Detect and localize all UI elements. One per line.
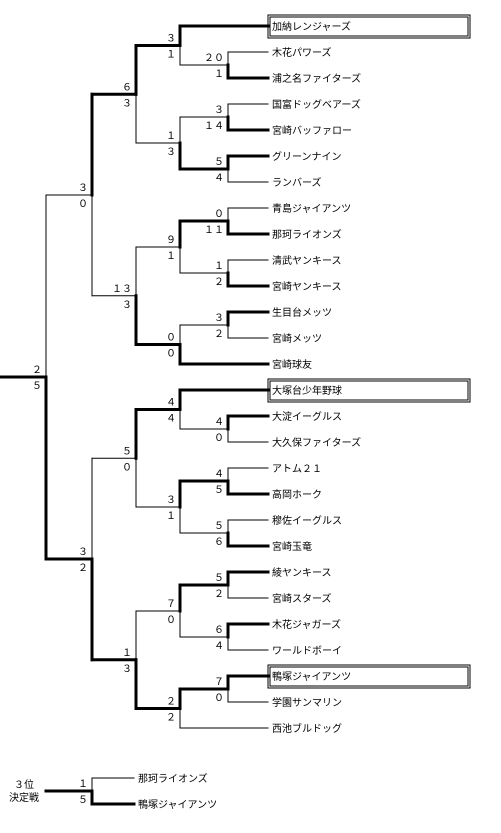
team-name: 那珂ライオンズ: [138, 772, 208, 785]
team-name: 宮崎ヤンキース: [272, 280, 342, 293]
team-name: 宮崎スターズ: [272, 592, 332, 605]
score-bottom: ３: [166, 147, 176, 158]
score-top: ０: [166, 333, 176, 344]
score-bottom: ０: [214, 693, 224, 704]
score-bottom: １: [166, 511, 176, 522]
score-top: ３: [78, 183, 88, 194]
score-bottom: ２: [214, 589, 224, 600]
score-bottom: ３: [122, 664, 132, 675]
score-top: ７: [214, 677, 224, 688]
team-name: 清武ヤンキース: [272, 254, 342, 267]
score-top: ７: [166, 599, 176, 610]
team-box-inner: [269, 380, 469, 401]
score-top: ５: [214, 521, 224, 532]
score-top: ３: [214, 313, 224, 324]
score-bottom: ４: [214, 641, 224, 652]
team-name: 穆佐イーグルス: [272, 514, 342, 527]
team-name: ワールドボーイ: [272, 645, 342, 657]
score-top: ３: [78, 547, 88, 558]
team-name: 高岡ホーク: [272, 488, 322, 501]
team-name: グリーンナイン: [272, 150, 342, 163]
score-top: １: [78, 779, 88, 790]
score-bottom: ３: [122, 98, 132, 109]
score-bottom: ４: [166, 414, 176, 425]
score-top: １: [214, 261, 224, 272]
team-name: 宮崎球友: [272, 358, 312, 371]
score-top: ０: [214, 209, 224, 220]
team-name: 鴨塚ジャイアンツ: [138, 798, 217, 811]
score-bottom: １: [214, 69, 224, 80]
score-top: ６: [122, 82, 132, 93]
score-top: ６: [214, 625, 224, 636]
team-name: 大淀イーグルス: [272, 410, 342, 423]
team-name: 宮崎バッファロー: [272, 124, 352, 137]
score-bottom: １４: [204, 121, 224, 132]
team-name: 大塚台少年野球: [272, 384, 342, 397]
team-name: 鴨塚ジャイアンツ: [272, 670, 351, 683]
score-bottom: ２: [166, 713, 176, 724]
team-name: 浦之名ファイターズ: [272, 72, 361, 85]
score-bottom: ２: [78, 563, 88, 574]
team-name: 学園サンマリン: [272, 696, 342, 709]
score-bottom: ６: [214, 537, 224, 548]
score-bottom: ２: [214, 277, 224, 288]
team-name: 木花ジャガーズ: [272, 618, 341, 631]
score-top: ４: [214, 417, 224, 428]
score-top: １: [166, 131, 176, 142]
team-name: 宮崎メッツ: [272, 332, 322, 345]
team-box-inner: [269, 666, 469, 687]
score-bottom: ２: [214, 329, 224, 340]
score-bottom: ０: [166, 615, 176, 626]
score-top: ５: [214, 157, 224, 168]
team-name: 西池ブルドッグ: [272, 722, 342, 735]
team-name: 那珂ライオンズ: [272, 228, 342, 241]
score-top: ５: [214, 573, 224, 584]
score-bottom: １１: [204, 225, 224, 236]
team-name: 宮崎玉竜: [272, 540, 312, 553]
score-top: ４: [166, 398, 176, 409]
team-name: アトム２１: [272, 463, 322, 475]
third-place-label: 決定戦: [9, 791, 39, 804]
team-name: 生目台メッツ: [272, 306, 332, 319]
score-top: ３: [214, 105, 224, 116]
score-top: １３: [112, 284, 132, 295]
team-box-inner: [269, 16, 469, 37]
score-top: ４: [214, 469, 224, 480]
score-bottom: ０: [122, 462, 132, 473]
score-bottom: ０: [166, 349, 176, 360]
score-bottom: １: [166, 251, 176, 262]
score-top: ９: [166, 235, 176, 246]
score-top: １: [122, 648, 132, 659]
score-bottom: ３: [122, 300, 132, 311]
team-name: ランバーズ: [272, 176, 322, 189]
score-bottom: ５: [78, 795, 88, 806]
score-bottom: ０: [78, 199, 88, 210]
score-bottom: ５: [32, 381, 42, 392]
score-top: ３: [166, 34, 176, 45]
score-bottom: ０: [214, 433, 224, 444]
score-top: ２: [166, 697, 176, 708]
team-name: 青島ジャイアンツ: [272, 202, 351, 215]
score-top: ３: [166, 495, 176, 506]
score-top: ２０: [204, 53, 224, 64]
score-bottom: ５: [214, 485, 224, 496]
third-place-label: ３位: [14, 778, 34, 791]
team-name: 大久保ファイターズ: [272, 436, 361, 449]
team-name: 綾ヤンキース: [272, 566, 332, 579]
score-bottom: ４: [214, 173, 224, 184]
score-bottom: １: [166, 50, 176, 61]
score-top: ２: [32, 365, 42, 376]
team-name: 加納レンジャーズ: [272, 20, 351, 33]
team-name: 木花パワーズ: [272, 46, 332, 59]
score-top: ５: [122, 446, 132, 457]
team-name: 国富ドッグベアーズ: [272, 98, 361, 111]
